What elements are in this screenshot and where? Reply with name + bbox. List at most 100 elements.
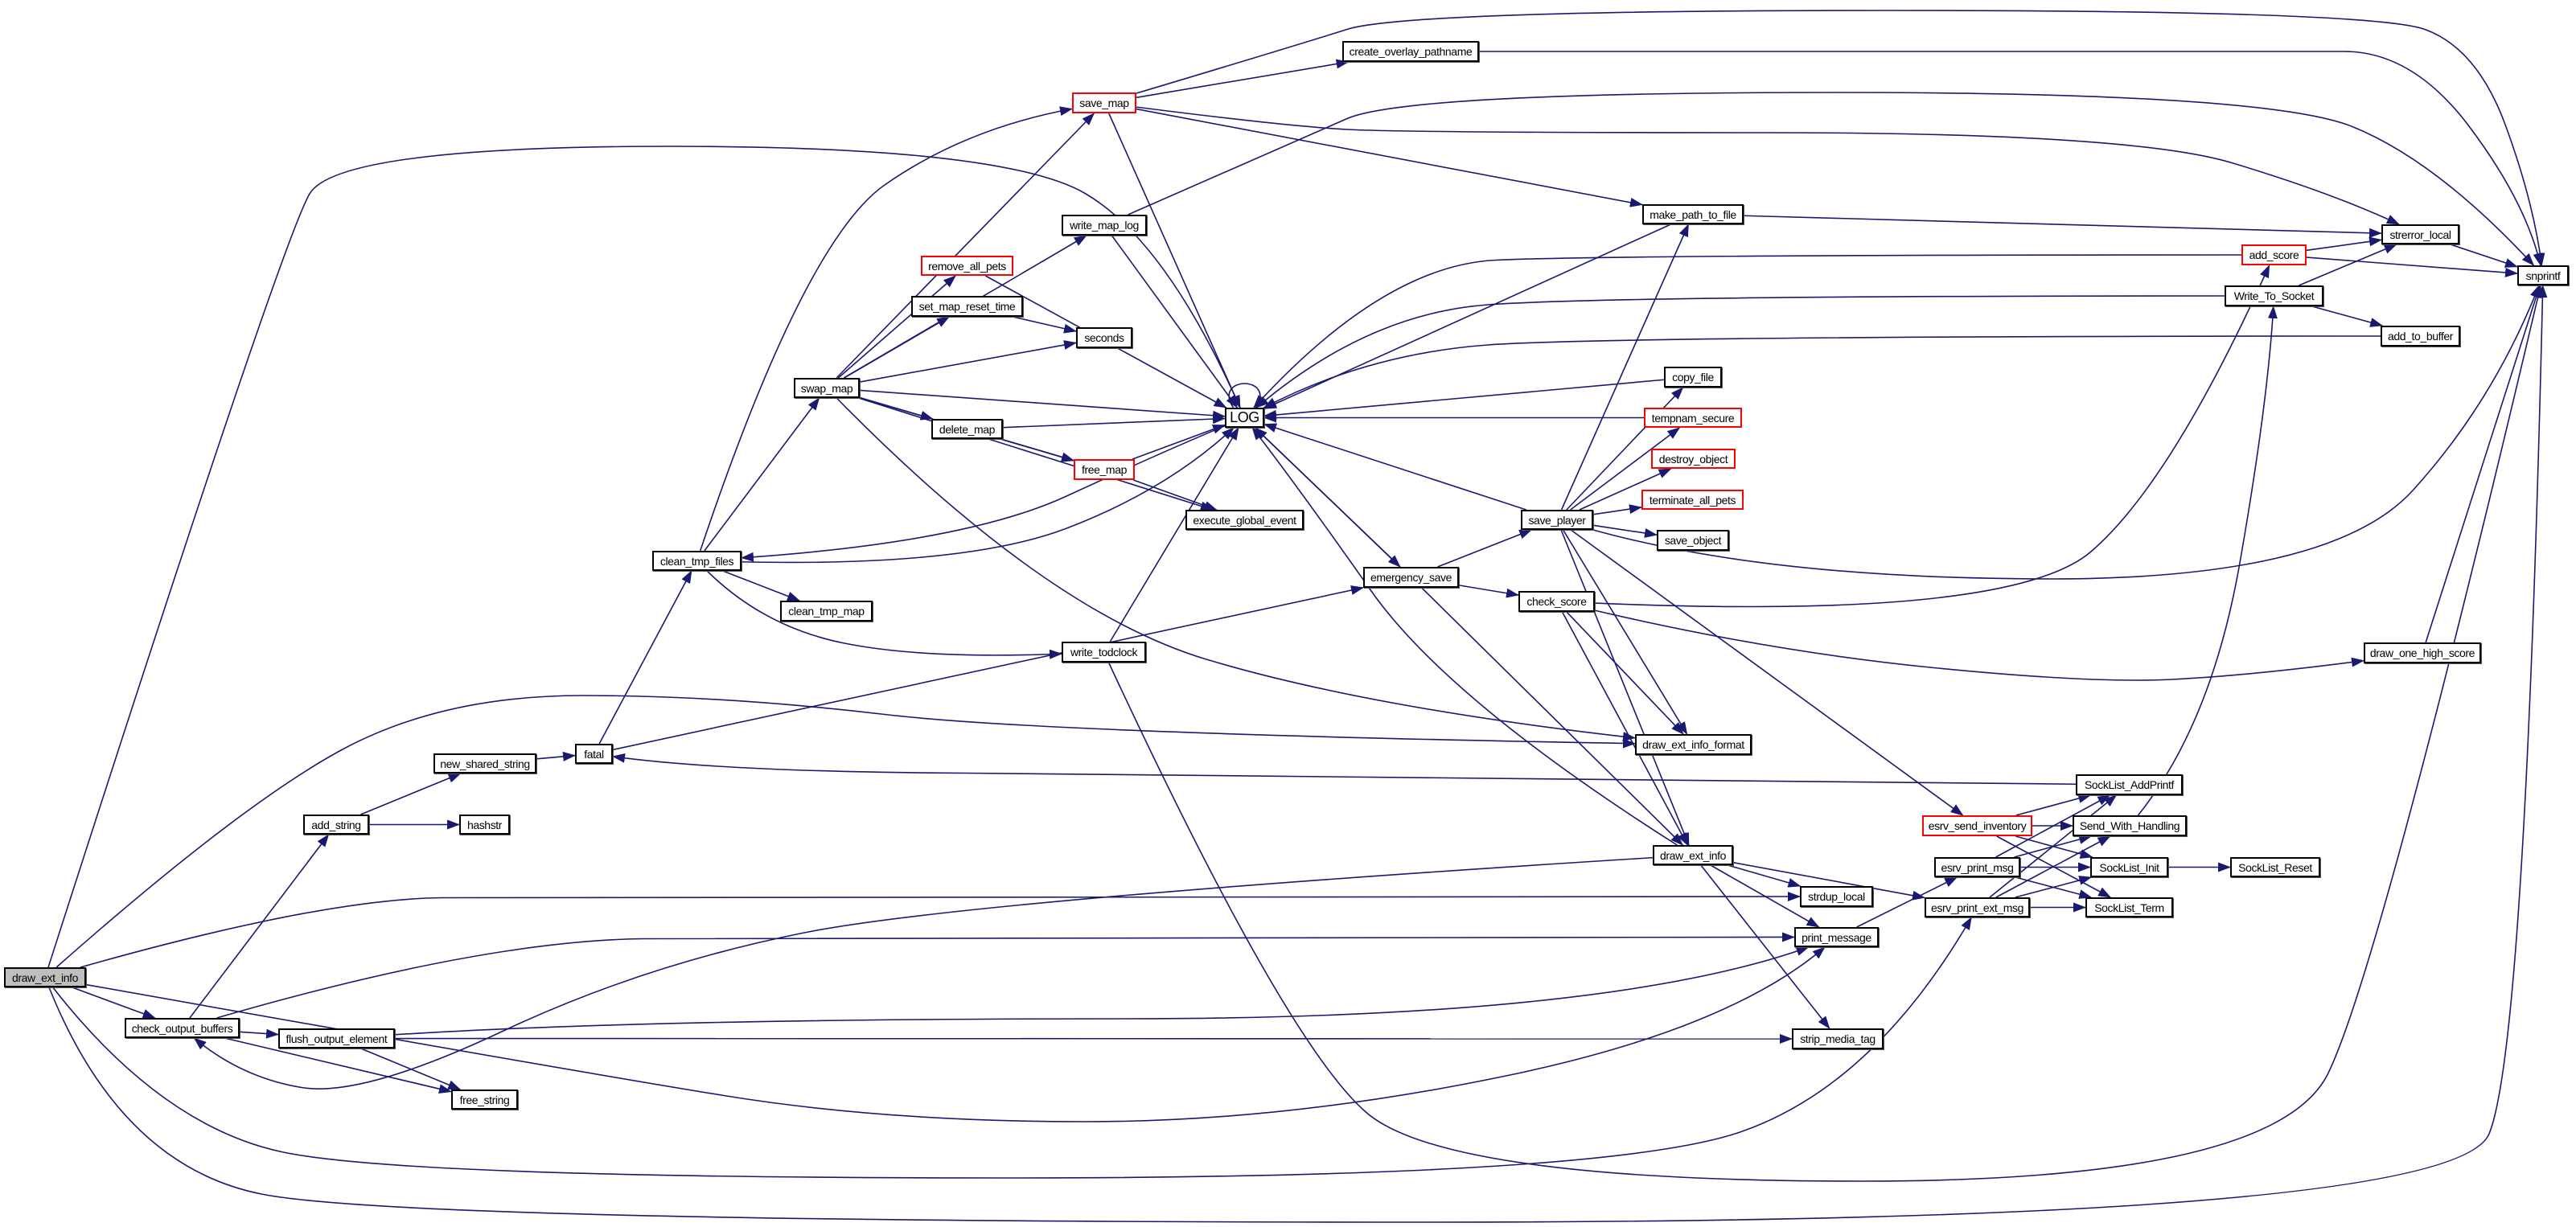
edge-draw-ext-info-to-snprintf — [48, 285, 2548, 1223]
node-add-score[interactable]: add_score — [2241, 244, 2307, 265]
node-write-to-socket[interactable]: Write_To_Socket — [2225, 285, 2323, 306]
node-save-object[interactable]: save_object — [1657, 530, 1729, 551]
edge-add-score-to-log — [1253, 254, 2242, 408]
node-new-shared-string[interactable]: new_shared_string — [433, 753, 536, 774]
node-socklist-term[interactable]: SockList_Term — [2085, 897, 2173, 917]
node-clean-tmp-map[interactable]: clean_tmp_map — [780, 601, 873, 622]
node-copy-file[interactable]: copy_file — [1664, 367, 1722, 388]
node-draw-ext-info-format[interactable]: draw_ext_info_format — [1635, 734, 1752, 755]
node-emergency-save[interactable]: emergency_save — [1363, 567, 1459, 588]
node-check-output-buffers[interactable]: check_output_buffers — [125, 1018, 240, 1038]
edge-swap-map-to-execute-global-event — [858, 397, 1214, 511]
edge-save-player-to-esrv-send-inventory — [1570, 529, 1964, 816]
node-draw-ext-info-2[interactable]: draw_ext_info — [1653, 845, 1733, 865]
node-create-overlay-pathname[interactable]: create_overlay_pathname — [1342, 41, 1479, 62]
node-socklist-init[interactable]: SockList_Init — [2090, 857, 2168, 877]
edge-write-to-socket-to-strerror-local — [2299, 244, 2397, 286]
edge-delete-map-to-log — [1002, 414, 1226, 429]
node-terminate-all-pets[interactable]: terminate_all_pets — [1641, 490, 1744, 510]
edge-clean-tmp-files-to-log — [741, 427, 1235, 564]
node-socklist-addprintf[interactable]: SockList_AddPrintf — [2076, 774, 2183, 795]
edge-add-score-to-snprintf — [2306, 256, 2518, 277]
node-strip-media-tag[interactable]: strip_media_tag — [1792, 1028, 1884, 1049]
node-esrv-print-msg[interactable]: esrv_print_msg — [1934, 857, 2020, 877]
node-free-string[interactable]: free_string — [451, 1090, 518, 1110]
edge-swap-map-to-save-map — [836, 113, 1095, 379]
edge-draw-one-high-score-to-snprintf — [2425, 285, 2541, 643]
edge-save-map-to-snprintf — [1136, 10, 2545, 266]
edge-emergency-save-to-draw-ext-info-2 — [1421, 587, 1684, 846]
edge-emergency-save-to-log — [1254, 427, 1401, 568]
node-add-string[interactable]: add_string — [303, 815, 369, 835]
node-fatal[interactable]: fatal — [575, 744, 613, 764]
edge-emergency-save-to-check-score — [1458, 585, 1519, 598]
edge-set-map-reset-time-to-seconds — [1013, 316, 1077, 334]
node-remove-all-pets[interactable]: remove_all_pets — [921, 256, 1013, 276]
node-add-to-buffer[interactable]: add_to_buffer — [2381, 326, 2460, 347]
node-snprintf[interactable]: snprintf — [2517, 265, 2569, 285]
node-clean-tmp-files[interactable]: clean_tmp_files — [652, 551, 742, 571]
edge-swap-map-to-draw-ext-info-format — [836, 397, 1636, 742]
node-destroy-object[interactable]: destroy_object — [1651, 449, 1736, 469]
edge-swap-map-to-remove-all-pets — [837, 275, 956, 379]
edge-draw-ext-info-2-to-esrv-print-ext-msg — [1732, 861, 1925, 901]
node-send-with-handling[interactable]: Send_With_Handling — [2073, 815, 2187, 836]
node-write-todclock[interactable]: write_todclock — [1062, 642, 1146, 663]
edge-send-with-handling-to-write-to-socket — [2137, 306, 2278, 816]
node-tempnam-secure[interactable]: tempnam_secure — [1644, 408, 1742, 428]
edge-fatal-to-emergency-save — [612, 585, 1364, 751]
node-hashstr[interactable]: hashstr — [459, 815, 510, 835]
node-free-map[interactable]: free_map — [1074, 459, 1135, 480]
edge-copy-file-to-log — [1263, 379, 1665, 420]
edge-save-player-to-tempnam-secure — [1570, 427, 1681, 511]
edge-add-to-buffer-to-log — [1263, 335, 2381, 408]
edge-create-overlay-pathname-to-snprintf — [1479, 51, 2543, 266]
node-draw-ext-info: draw_ext_info — [4, 967, 86, 987]
edge-save-player-to-log — [1263, 423, 1527, 511]
edge-draw-ext-info-to-draw-ext-info-format — [55, 695, 1636, 968]
edge-fatal-to-clean-tmp-files — [598, 570, 692, 745]
edge-draw-ext-info-to-check-output-buffers — [72, 987, 156, 1019]
node-set-map-reset-time[interactable]: set_map_reset_time — [911, 296, 1023, 317]
edge-swap-map-to-seconds — [859, 340, 1077, 383]
edge-check-score-to-draw-ext-info-2 — [1561, 611, 1688, 846]
edge-print-message-to-esrv-print-msg — [1856, 876, 1958, 928]
edge-check-score-to-draw-one-high-score — [1594, 609, 2364, 681]
node-log[interactable]: LOG — [1225, 408, 1264, 428]
edge-delete-map-to-free-map — [1000, 438, 1074, 462]
node-execute-global-event[interactable]: execute_global_event — [1185, 510, 1304, 530]
edge-write-todclock-to-snprintf — [1107, 285, 2543, 1182]
node-check-score[interactable]: check_score — [1518, 591, 1595, 612]
node-write-map-log[interactable]: write_map_log — [1062, 215, 1147, 236]
edge-write-map-log-to-snprintf — [1128, 92, 2535, 266]
edge-esrv-send-inventory-to-socklist-term — [1996, 835, 2112, 898]
edge-write-map-log-to-log — [1111, 235, 1239, 408]
node-make-path-to-file[interactable]: make_path_to_file — [1642, 204, 1744, 224]
node-flush-output-element[interactable]: flush_output_element — [278, 1028, 395, 1048]
node-delete-map[interactable]: delete_map — [931, 419, 1003, 439]
node-draw-one-high-score[interactable]: draw_one_high_score — [2364, 642, 2481, 663]
edge-free-map-to-log — [1132, 424, 1226, 460]
node-strerror-local[interactable]: strerror_local — [2381, 224, 2459, 244]
node-esrv-print-ext-msg[interactable]: esrv_print_ext_msg — [1925, 897, 2030, 917]
edge-write-todclock-to-log — [1109, 427, 1239, 642]
node-strdup-local[interactable]: strdup_local — [1800, 886, 1873, 907]
edge-write-to-socket-to-log — [1255, 295, 2225, 408]
edge-make-path-to-file-to-strerror-local — [1743, 215, 2382, 238]
node-swap-map[interactable]: swap_map — [794, 378, 860, 398]
node-socklist-reset[interactable]: SockList_Reset — [2230, 857, 2320, 877]
edge-save-map-to-make-path-to-file — [1136, 108, 1643, 207]
edge-save-player-to-destroy-object — [1579, 468, 1672, 511]
edge-draw-ext-info-2-to-strdup-local — [1728, 864, 1802, 888]
edge-draw-ext-info-2-to-strip-media-tag — [1700, 864, 1830, 1029]
node-esrv-send-inventory[interactable]: esrv_send_inventory — [1922, 815, 2032, 836]
node-seconds[interactable]: seconds — [1076, 327, 1132, 348]
edge-draw-ext-info-to-strdup-local — [80, 892, 1801, 968]
node-save-map[interactable]: save_map — [1072, 92, 1136, 113]
edge-check-output-buffers-to-free-string — [224, 1037, 452, 1094]
node-print-message[interactable]: print_message — [1794, 927, 1879, 947]
edge-save-map-to-create-overlay-pathname — [1136, 59, 1350, 99]
node-save-player[interactable]: save_player — [1521, 510, 1593, 530]
edge-check-output-buffers-to-print-message — [216, 932, 1795, 1019]
